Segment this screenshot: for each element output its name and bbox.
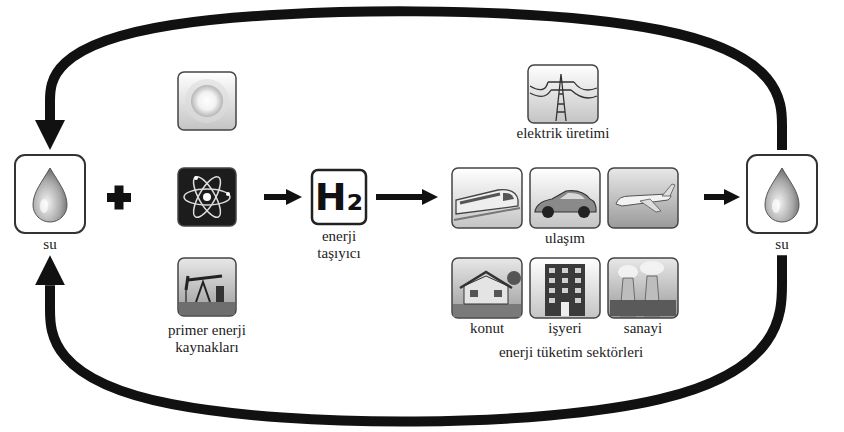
office-icon bbox=[530, 258, 600, 318]
cycle-arrow bbox=[50, 255, 782, 421]
node-label: enerji taşıyıcı bbox=[304, 228, 374, 263]
flow-arrow bbox=[376, 194, 422, 200]
sun-icon bbox=[178, 72, 236, 130]
flow-arrow bbox=[704, 194, 724, 200]
water-node: su bbox=[10, 152, 90, 253]
flow-arrow bbox=[264, 194, 286, 200]
node-label: H₂ bbox=[304, 170, 374, 224]
water-icon bbox=[15, 155, 85, 233]
sector-node: sanayi bbox=[603, 256, 683, 337]
cycle-arrow bbox=[50, 11, 782, 150]
sector-node: ulaşım bbox=[515, 166, 615, 247]
pylon-icon bbox=[528, 65, 598, 123]
node-label: sanayi bbox=[603, 320, 683, 337]
train-icon bbox=[452, 168, 522, 228]
water-node: su bbox=[742, 152, 822, 253]
sector-node: işyeri bbox=[525, 256, 605, 337]
oil-pump-icon bbox=[178, 258, 236, 316]
plus-sign bbox=[107, 186, 131, 210]
node-label: primer enerji kaynakları bbox=[152, 322, 262, 357]
node-label: ulaşım bbox=[515, 230, 615, 247]
node-label: konut bbox=[447, 320, 527, 337]
sector-group: enerji tüketim sektörleri elektrik üretim… bbox=[440, 60, 702, 361]
car-icon bbox=[530, 168, 600, 228]
sector-node: elektrik üretimi bbox=[508, 63, 618, 142]
plane-icon bbox=[608, 168, 678, 228]
water-icon bbox=[747, 155, 817, 233]
node-label: işyeri bbox=[525, 320, 605, 337]
node-label: su bbox=[742, 236, 822, 253]
house-icon bbox=[452, 258, 522, 318]
sector-node: konut bbox=[447, 256, 527, 337]
source-group: primer enerji kaynakları bbox=[152, 70, 262, 357]
carrier-node: H₂ enerji taşıyıcı bbox=[304, 170, 374, 263]
factory-icon bbox=[608, 258, 678, 318]
atom-icon bbox=[178, 168, 236, 226]
node-label: su bbox=[10, 236, 90, 253]
node-label: elektrik üretimi bbox=[508, 125, 618, 142]
node-label: enerji tüketim sektörleri bbox=[440, 344, 702, 361]
